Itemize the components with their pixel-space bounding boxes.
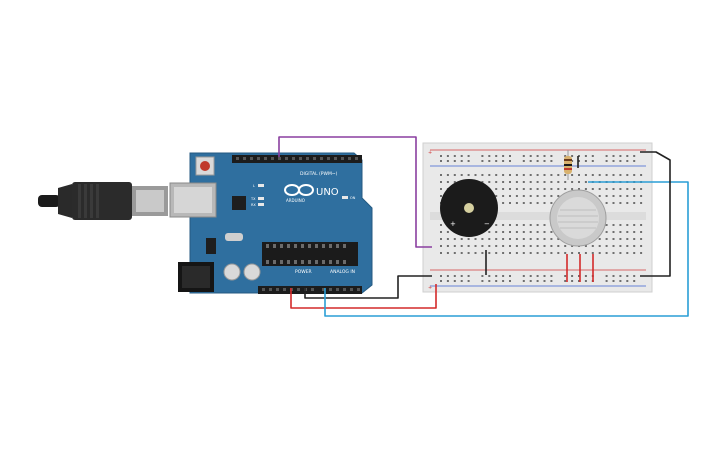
buzzer-minus-label: −	[484, 220, 490, 228]
buzzer-plus-label: +	[450, 220, 456, 228]
rail-plus-top: +	[428, 150, 432, 156]
black-wire-rail[interactable]	[640, 151, 671, 277]
l-label: L	[253, 184, 255, 188]
rail-plus-bottom: +	[428, 285, 432, 291]
uno-logo-text: UNO	[316, 187, 339, 198]
power-label: POWER	[295, 269, 312, 275]
capacitor-2	[243, 263, 261, 281]
arduino-brand-text: ARDUINO	[286, 198, 305, 203]
usb-chip	[232, 196, 246, 210]
digital-label: DIGITAL (PWM~)	[300, 171, 338, 177]
voltage-regulator	[206, 238, 216, 254]
usb-cable[interactable]	[38, 182, 168, 220]
breadboard[interactable]: + +	[422, 142, 653, 293]
reset-button[interactable]	[200, 161, 210, 171]
power-analog-header	[258, 286, 362, 294]
purple-wire[interactable]	[278, 136, 432, 248]
piezo-buzzer[interactable]: + −	[440, 179, 498, 237]
on-label: ON	[350, 196, 356, 200]
arduino-logo	[284, 184, 314, 196]
cyan-wire-a0[interactable]	[324, 181, 689, 317]
rx-label: RX	[251, 203, 256, 207]
tx-led	[258, 197, 264, 200]
digital-header	[232, 155, 362, 163]
black-wire-gnd[interactable]	[304, 275, 432, 299]
analog-label: ANALOG IN	[330, 269, 355, 275]
capacitor-1	[223, 263, 241, 281]
red-wire-5v[interactable]	[290, 284, 437, 309]
resistor[interactable]	[564, 150, 572, 180]
arduino-uno-board[interactable]: DIGITAL (PWM~) UNO ARDUINO TX RX L ON	[169, 152, 373, 294]
tx-label: TX	[250, 197, 256, 201]
gas-sensor[interactable]	[549, 189, 607, 247]
l-led	[258, 184, 264, 187]
on-led	[342, 196, 348, 199]
rx-led	[258, 203, 264, 206]
crystal	[225, 233, 243, 241]
